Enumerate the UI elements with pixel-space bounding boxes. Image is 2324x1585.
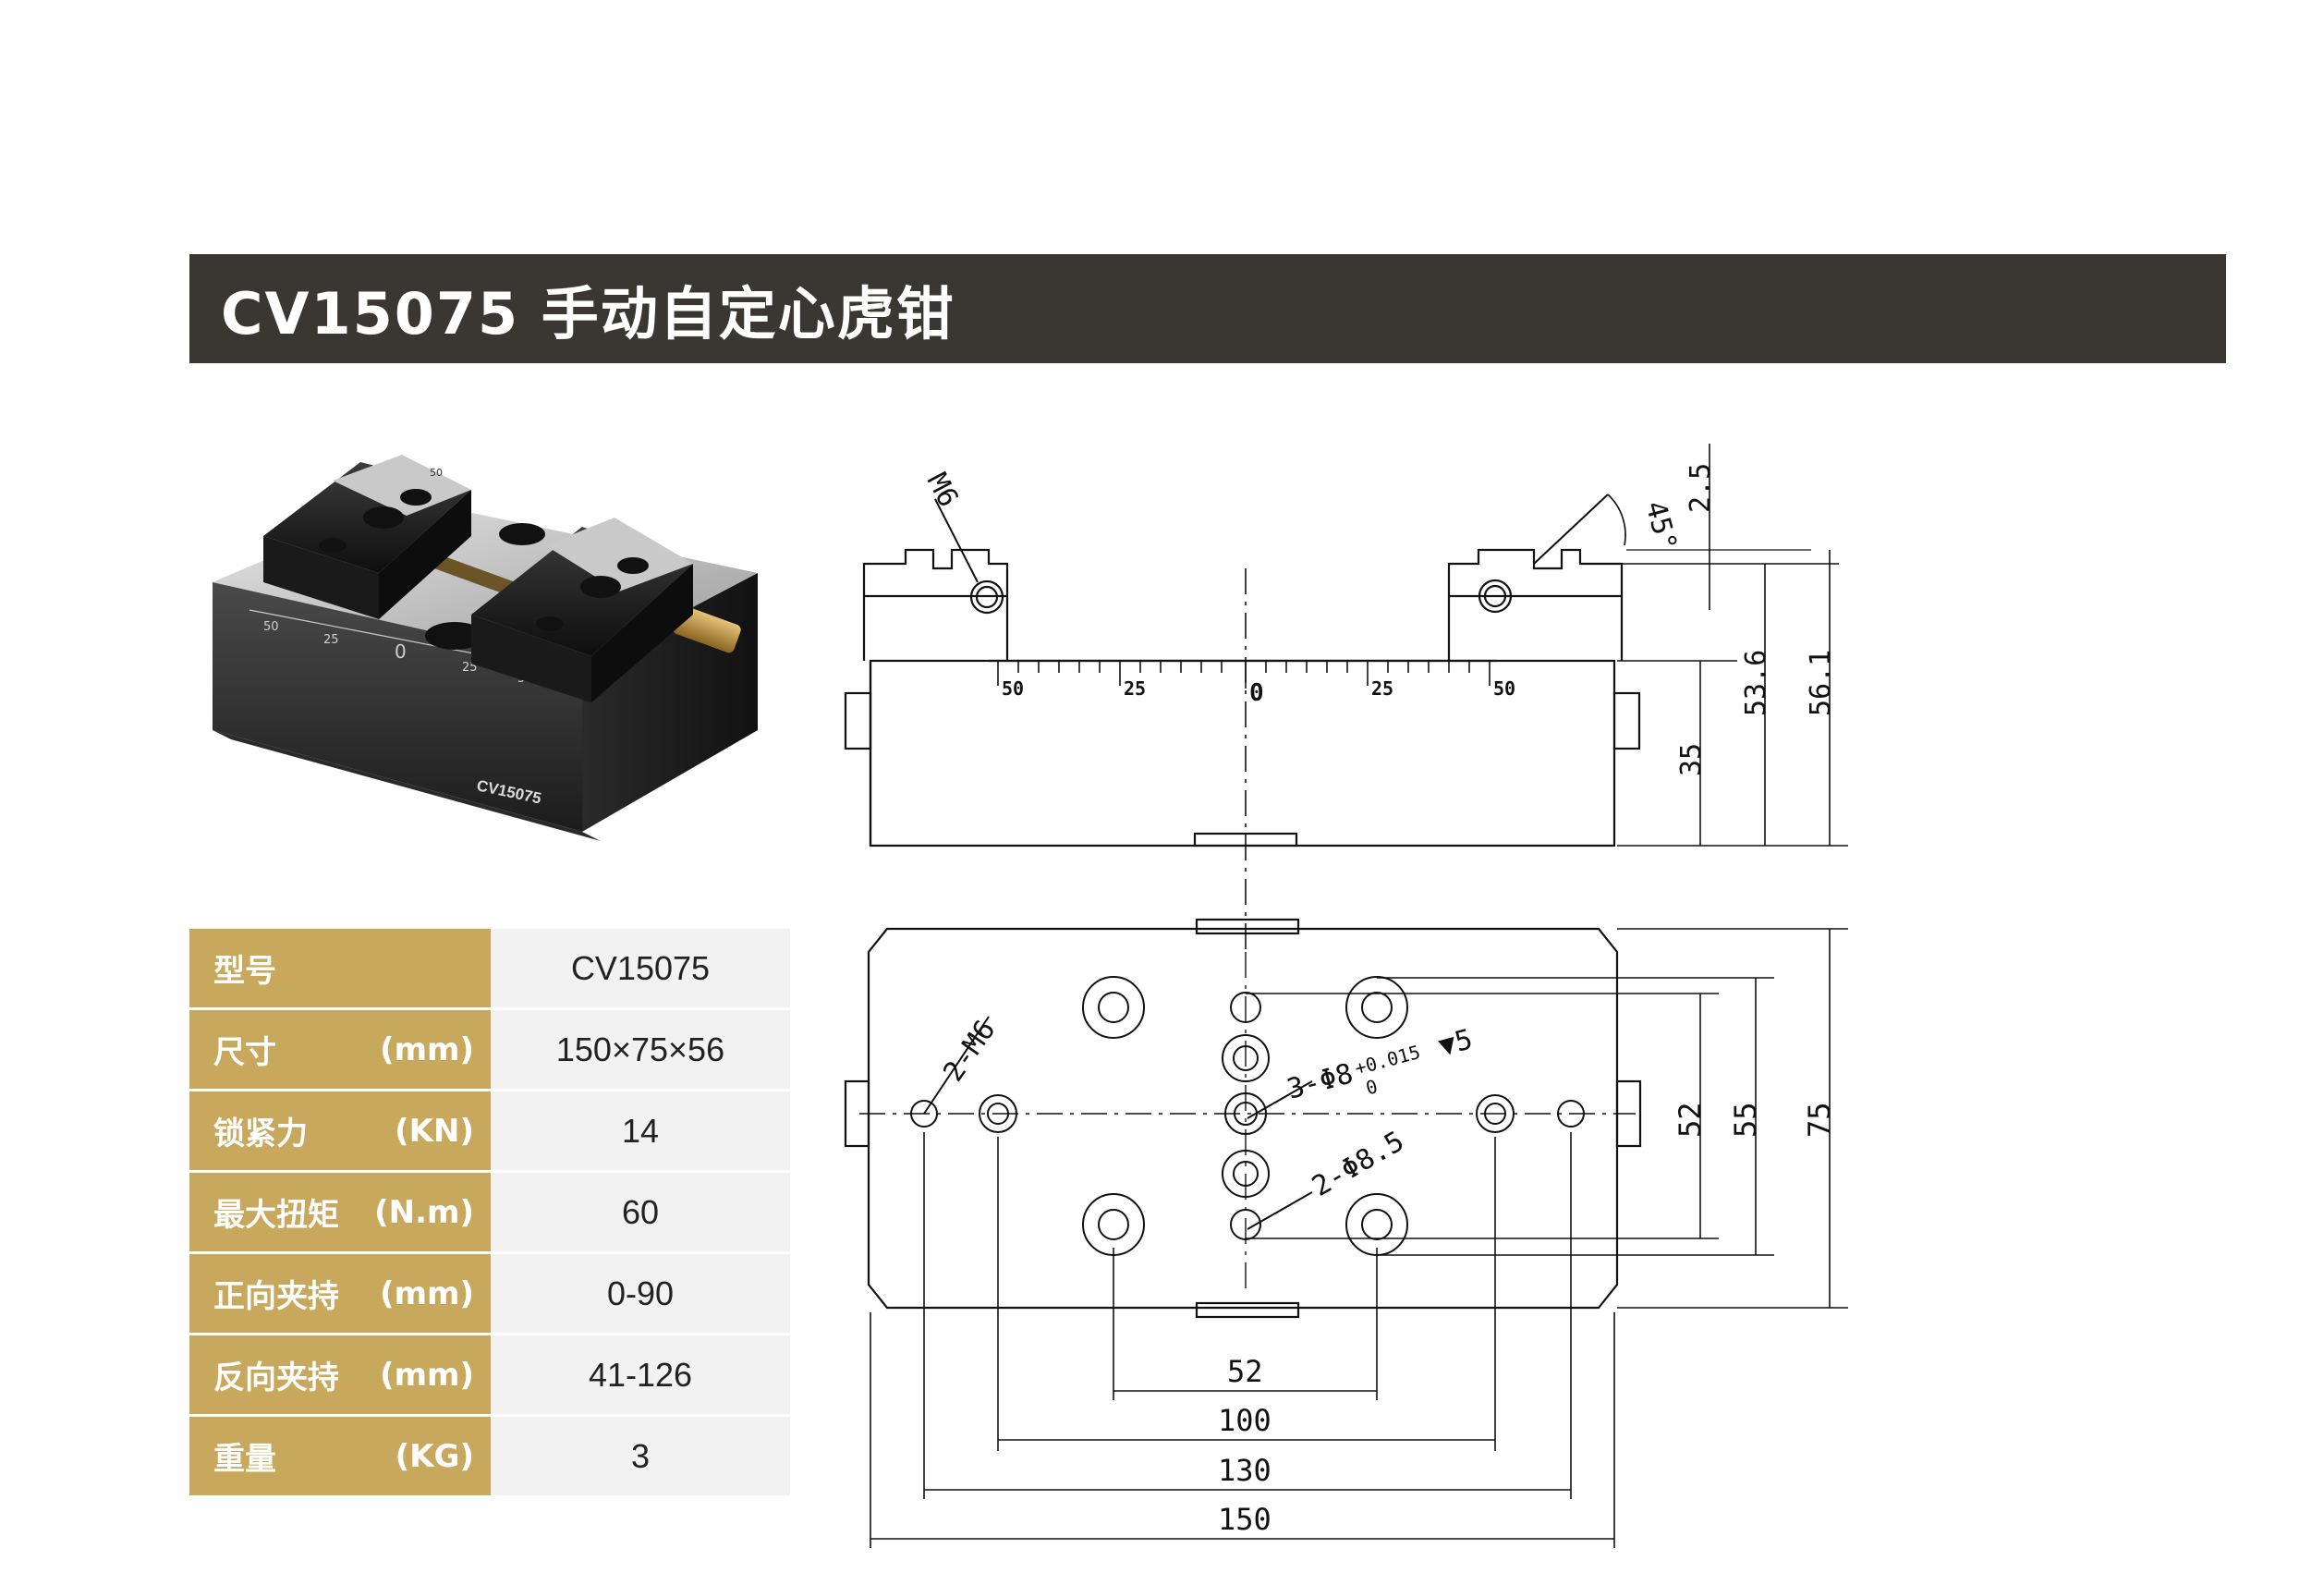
ruler-label: 50: [1002, 677, 1024, 700]
spec-label-cell: 反向夹持 (mm): [189, 1335, 491, 1417]
dim-55-vertical: 55: [1728, 1102, 1763, 1138]
tolerance-lower: 0: [1363, 1075, 1380, 1099]
height-536-dim: 53.6: [1740, 650, 1772, 716]
photo-scale-label: 0: [395, 640, 407, 663]
spec-label: 锁紧力: [213, 1116, 308, 1152]
hole-phi8-label: 3-Φ8: [1284, 1057, 1357, 1106]
table-row: 最大扭矩 (N.m) 60: [189, 1173, 790, 1254]
spec-label: 反向夹持: [213, 1359, 339, 1396]
spec-unit: (mm): [380, 1030, 474, 1068]
spec-label: 型号: [213, 953, 276, 990]
dim-150: 150: [1218, 1502, 1272, 1537]
spec-label: 正向夹持: [213, 1278, 339, 1315]
spec-unit: (N.m): [374, 1193, 474, 1231]
table-row: 锁紧力 (KN) 14: [189, 1091, 790, 1173]
spec-label-cell: 锁紧力 (KN): [189, 1091, 491, 1173]
spec-label: 重量: [213, 1441, 276, 1478]
technical-drawing: 50 25 0 25 50 M6 45° 2.5 35 53.6 56.1: [844, 444, 1848, 1548]
spec-table: 型号 CV15075 尺寸 (mm) 150×75×56 锁紧力 (KN): [189, 929, 790, 1498]
ruler-label: 25: [1371, 677, 1393, 700]
spec-value: 0-90: [491, 1254, 790, 1335]
hole-phi85-label: 2-Φ8.5: [1307, 1125, 1409, 1202]
dim-100: 100: [1218, 1403, 1272, 1438]
spec-label: 尺寸: [213, 1034, 276, 1071]
product-photo: 50 25 0 25 50 CV15075 50: [213, 455, 758, 841]
table-row: 反向夹持 (mm) 41-126: [189, 1335, 790, 1417]
angle-label: 45°: [1638, 498, 1683, 555]
page-title: CV15075 手动自定心虎钳: [221, 280, 955, 347]
photo-jaw-mark: 50: [430, 467, 443, 479]
spec-value: 14: [491, 1091, 790, 1173]
thread-label: M6: [920, 468, 965, 512]
table-row: 重量 (KG) 3: [189, 1417, 790, 1498]
spec-value: 41-126: [491, 1335, 790, 1417]
spec-label-cell: 最大扭矩 (N.m): [189, 1173, 491, 1254]
table-row: 型号 CV15075: [189, 929, 790, 1010]
dim-52-horizontal: 52: [1227, 1354, 1263, 1389]
dim-130: 130: [1218, 1453, 1272, 1488]
dim-52-vertical: 52: [1673, 1102, 1708, 1138]
spec-label: 最大扭矩: [213, 1197, 339, 1234]
spec-unit: (mm): [380, 1356, 474, 1394]
ruler-ticks: [997, 661, 1491, 689]
height-35-dim: 35: [1675, 743, 1708, 776]
spec-unit: (mm): [380, 1274, 474, 1312]
dim-75-vertical: 75: [1802, 1102, 1837, 1138]
spec-label-cell: 正向夹持 (mm): [189, 1254, 491, 1335]
tolerance-upper: +0.015: [1352, 1041, 1422, 1079]
spec-value: 150×75×56: [491, 1010, 790, 1091]
spec-value: CV15075: [491, 929, 790, 1010]
spec-label-cell: 重量 (KG): [189, 1417, 491, 1498]
spec-unit: (KN): [395, 1112, 474, 1150]
table-row: 正向夹持 (mm) 0-90: [189, 1254, 790, 1335]
spec-unit: (KG): [395, 1437, 474, 1475]
photo-scale-label: 25: [323, 633, 339, 647]
ruler-label: 50: [1493, 677, 1515, 700]
spec-value: 3: [491, 1417, 790, 1498]
depth-mark: ▼5: [1435, 1023, 1476, 1063]
spec-value: 60: [491, 1173, 790, 1254]
height-561-dim: 56.1: [1805, 650, 1837, 716]
title-bar: CV15075 手动自定心虎钳: [189, 254, 2226, 363]
top-offset-dim: 2.5: [1685, 463, 1717, 513]
spec-label-cell: 尺寸 (mm): [189, 1010, 491, 1091]
ruler-label: 0: [1249, 679, 1264, 707]
photo-scale-label: 50: [263, 620, 279, 634]
hole-m6-label: 2-M6: [937, 1015, 1002, 1088]
ruler-label: 25: [1124, 677, 1146, 700]
table-row: 尺寸 (mm) 150×75×56: [189, 1010, 790, 1091]
spec-label-cell: 型号: [189, 929, 491, 1010]
